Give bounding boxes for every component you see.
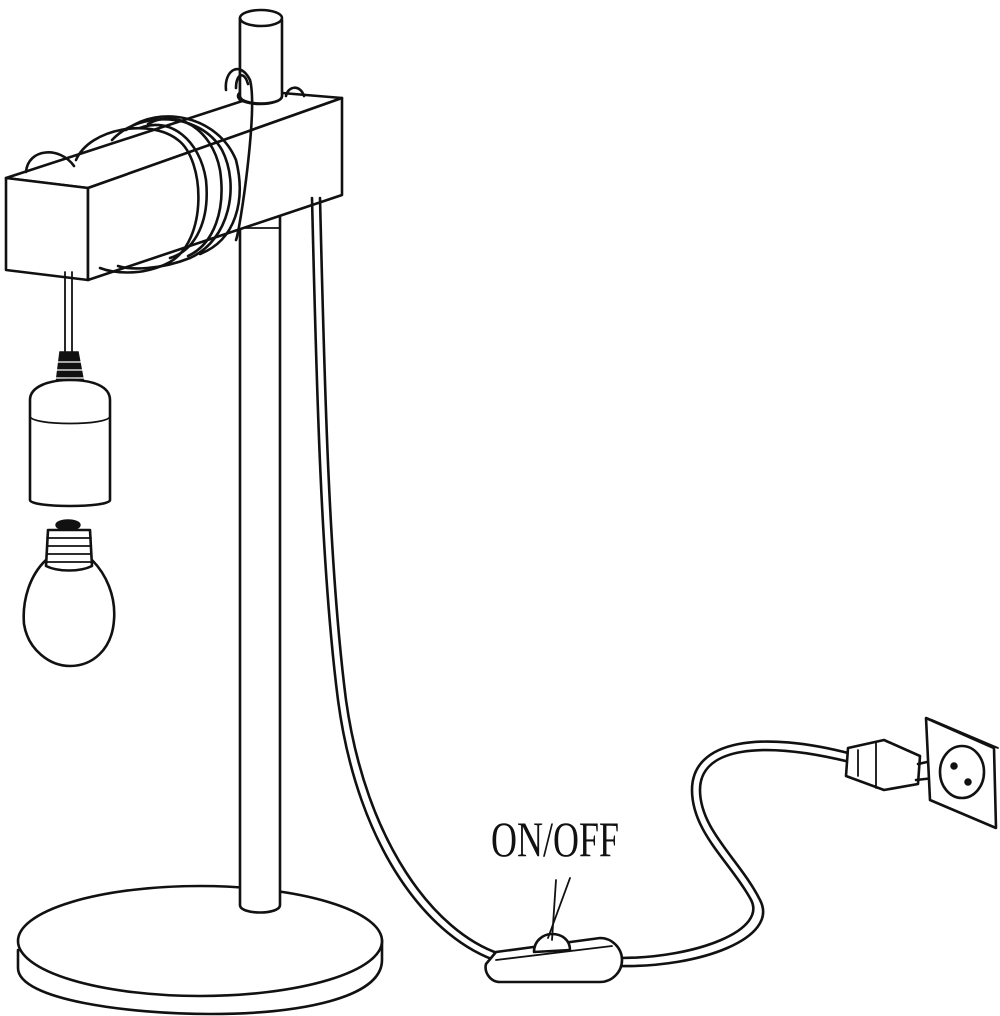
inline-switch [484,877,624,984]
cord-wrap [24,67,306,274]
wall-socket [924,716,999,830]
light-bulb [22,519,116,668]
lamp-base [16,884,384,1016]
power-cord [310,196,854,968]
lamp-holder [28,271,112,508]
arm [4,8,344,282]
switch-label: ON/OFF [491,812,619,867]
plug [844,738,938,792]
